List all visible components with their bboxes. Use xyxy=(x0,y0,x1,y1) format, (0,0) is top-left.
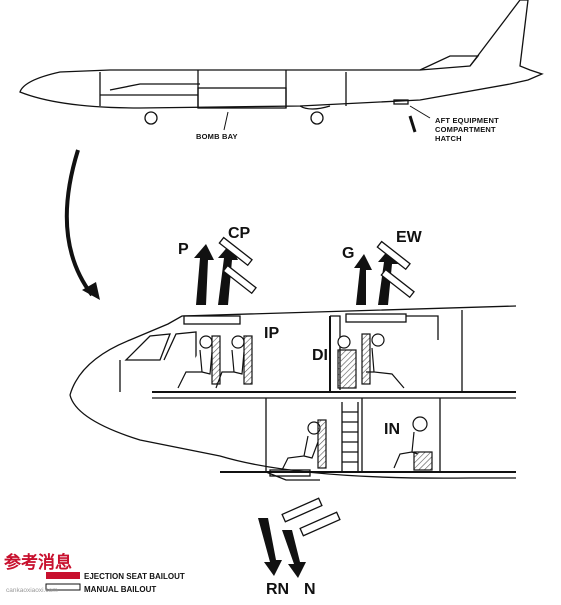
bomb-bay-label: BOMB BAY xyxy=(196,132,238,141)
label-cp: CP xyxy=(228,225,251,242)
hatches-lower xyxy=(281,497,341,537)
nose-outline-lower xyxy=(69,394,516,479)
legend-swatch-manual xyxy=(45,583,81,591)
arrow-rn xyxy=(258,518,282,576)
arrow-n xyxy=(282,530,306,578)
cockpit-windows xyxy=(124,331,197,361)
arrow-p xyxy=(194,244,214,305)
label-di: DI xyxy=(312,347,328,364)
fuselage-outline xyxy=(19,0,544,109)
zoom-curved-arrow xyxy=(64,149,94,297)
wing-root xyxy=(109,83,200,91)
upper-hatch-ew xyxy=(345,313,407,323)
label-p: P xyxy=(178,241,189,258)
hatch-leader xyxy=(409,105,431,119)
legend: EJECTION SEAT BAILOUT MANUAL BAILOUT xyxy=(45,572,185,594)
label-in: IN xyxy=(384,421,400,438)
ew-figure xyxy=(361,333,405,389)
in-figure xyxy=(393,416,433,471)
di-figure xyxy=(337,335,357,389)
legend-manual-label: MANUAL BAILOUT xyxy=(84,585,156,594)
crew-figures xyxy=(177,333,433,471)
zoom-arrowhead xyxy=(82,282,100,300)
hatch-drop xyxy=(408,115,417,133)
hatch-label-line2: COMPARTMENT xyxy=(435,125,496,134)
nose-cutaway xyxy=(69,305,517,481)
label-ip: IP xyxy=(264,325,279,342)
bomb-bay-doors xyxy=(197,87,287,109)
arrow-g xyxy=(354,254,372,305)
ladder-rails xyxy=(341,402,359,472)
watermark: 参考消息 cankaoxiaoxi.com xyxy=(4,552,72,594)
copilot-figure xyxy=(215,335,253,389)
hatch-label-line3: HATCH xyxy=(435,134,462,143)
label-ew: EW xyxy=(396,229,423,246)
hatches-cp xyxy=(218,236,257,295)
rear-gear-housing xyxy=(299,105,331,110)
aft-hatch xyxy=(393,99,409,105)
downward-ejection-arrows xyxy=(258,497,341,578)
pilot-figure xyxy=(177,335,221,389)
legend-ejection-label: EJECTION SEAT BAILOUT xyxy=(84,572,185,581)
ladder-rungs xyxy=(342,411,358,463)
legend-swatch-ejection xyxy=(46,572,80,579)
hatch-label-line1: AFT EQUIPMENT xyxy=(435,116,499,125)
nose-outline-upper xyxy=(69,305,517,396)
label-rn: RN xyxy=(266,581,289,598)
upward-ejection-arrows xyxy=(194,236,415,305)
bomb-bay-leader xyxy=(223,111,229,131)
front-gear xyxy=(144,111,158,125)
aircraft-side-view xyxy=(19,0,544,133)
watermark-chars: 参考消息 xyxy=(4,552,72,573)
label-g: G xyxy=(342,245,354,262)
upper-hatch-pilots xyxy=(183,315,241,325)
watermark-url: cankaoxiaoxi.com xyxy=(6,587,58,594)
rn-figure xyxy=(281,419,327,471)
label-n: N xyxy=(304,581,316,598)
hatches-ew xyxy=(376,240,415,299)
tailplane xyxy=(419,55,480,71)
lower-step xyxy=(265,471,320,481)
rear-gear xyxy=(310,111,324,125)
